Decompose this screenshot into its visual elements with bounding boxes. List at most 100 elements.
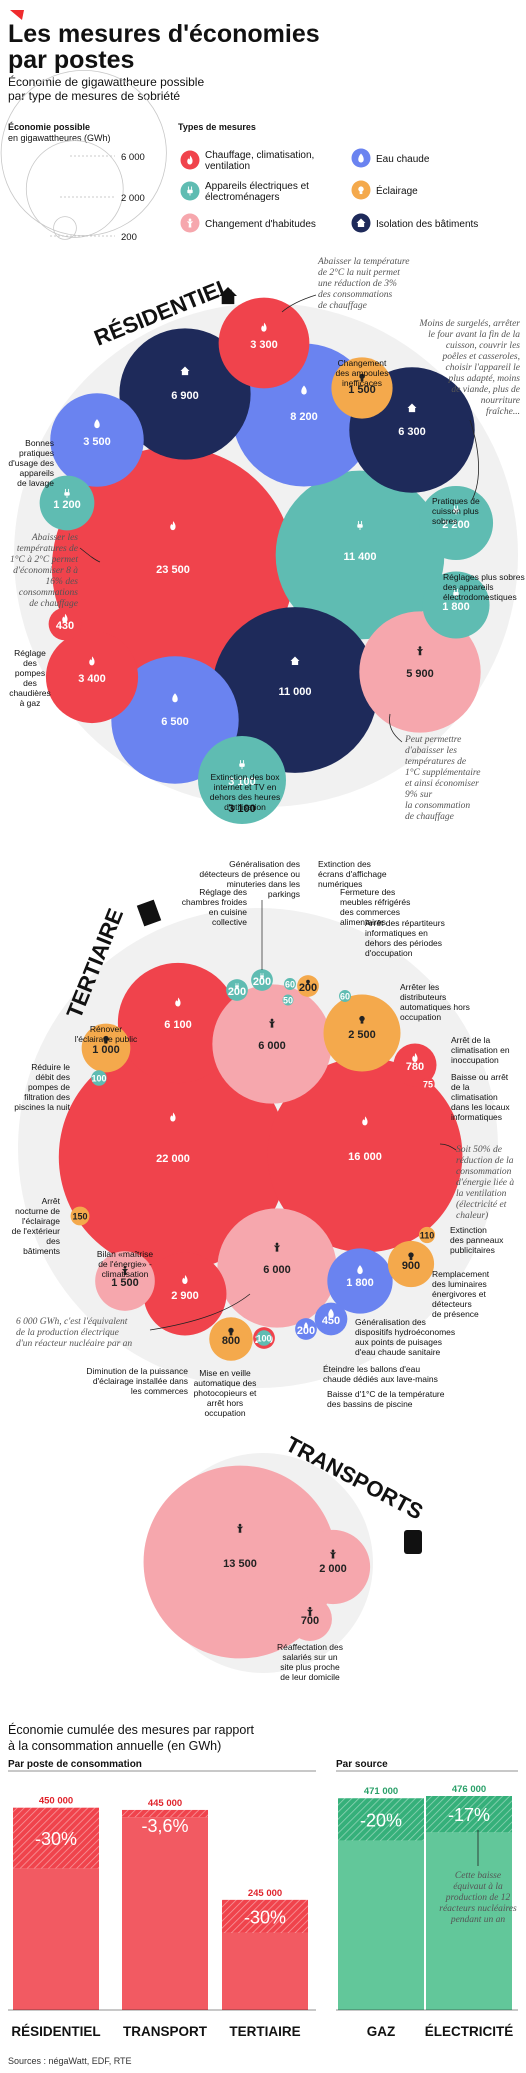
plug-icon (453, 588, 459, 598)
bubble-value: 6 000 (263, 1264, 291, 1276)
page-title: Les mesures d'économies (8, 20, 320, 48)
label-res-cuisson: sobres (432, 516, 458, 526)
person-icon (329, 1549, 337, 1559)
footer-sources: Sources : négaWatt, EDF, RTE (8, 2056, 132, 2066)
bubble-circle (288, 1597, 332, 1641)
annotation-ter-ventilation: réduction de la (456, 1156, 514, 1166)
bubble-circle (198, 736, 286, 824)
annotation-bars-reacteurs: production de 12 (445, 1893, 511, 1903)
bubble-value: 110 (420, 1231, 435, 1241)
bubble-res-ampoules: 1 500 (331, 357, 393, 419)
label-ter-parkings: parkings (268, 889, 300, 899)
bubble-ter-ventilation: 16 000 (267, 1057, 463, 1253)
building-icon (136, 899, 162, 927)
bubble-value: 1 500 (348, 384, 376, 396)
annotation-res-cuisson: le four avant la fin de la (428, 329, 520, 340)
size-legend-title: Économie possible (8, 122, 90, 132)
label-ter-eclairage-ext: l'éclairage (22, 1216, 60, 1226)
bubble-value: 800 (222, 1335, 240, 1347)
bubble-ter-chambres: 200 (297, 975, 319, 997)
bubble-ter-distributeurs: 60 (339, 990, 351, 1002)
label-tra-reaffectation: de leur domicile (280, 1672, 340, 1682)
bubble-circle (393, 1043, 437, 1087)
bubble-value: 11 000 (278, 686, 311, 698)
bubble-circle (323, 994, 401, 1072)
bubble-circle (422, 571, 490, 639)
bars-title-line2: à la consommation annuelle (en GWh) (8, 1739, 221, 1753)
bubble-circle (117, 962, 239, 1084)
bubble-value: 150 (72, 1212, 87, 1222)
label-ter-ecrans: écrans d'affichage (318, 869, 387, 879)
bubble-ter-veille-petit: 100 (256, 1330, 272, 1346)
annotation-res-cuisson: Moins de surgelés, arrêter (419, 319, 521, 329)
annotation-res-chauffage: consommations (19, 588, 78, 598)
bar-value-label: 245 000 (248, 1888, 282, 1899)
label-ter-eclairage-ext: Arrêt (42, 1196, 61, 1206)
flame-icon (412, 1052, 418, 1062)
label-ter-hydroeco: d'eau chaude sanitaire (355, 1347, 441, 1357)
person-icon (268, 1018, 276, 1028)
bar-reduction (13, 1807, 99, 1869)
label-ter-eclairage-ext: de l'extérieur (12, 1226, 61, 1236)
annotation-res-vetements: températures de (405, 757, 466, 767)
bubble-value: 3 500 (83, 436, 111, 448)
bubble-value: 1 500 (111, 1277, 139, 1289)
label-res-box: Extinction des box (211, 772, 281, 782)
label-ter-meubles: Fermeture des (340, 887, 395, 897)
src-bar-0: 471 000-20%GAZ (338, 1786, 424, 2039)
annotation-res-vetements: 9% sur (405, 790, 432, 800)
annotation-bars-reacteurs: Cette baisse (455, 1871, 501, 1881)
plug-icon (187, 186, 193, 196)
label-ter-panneaux: des panneaux (450, 1235, 504, 1245)
label-ter-chambres: chambres froides (182, 897, 247, 907)
label-ter-clim-inocc: inoccupation (451, 1055, 499, 1065)
bubble-ter-ecrans: 200 (251, 969, 273, 991)
label-ter-eclairage-ext: des (46, 1236, 60, 1246)
bar-remaining (122, 1817, 208, 2010)
label-ter-photocop: Mise en veille (199, 1368, 251, 1378)
label-ter-piscine: des bassins de piscine (327, 1399, 413, 1409)
legend-label-chauffage-line2: ventilation (205, 161, 250, 172)
bubble-value: 2 200 (442, 519, 470, 531)
bubble-circle (275, 470, 445, 640)
annotation-res-vetements: 1°C supplémentaire (405, 767, 480, 778)
label-ter-photocop: arrêt hors (207, 1398, 243, 1408)
label-ter-repartiteurs: Arrêt des répartiteurs (365, 918, 445, 928)
bubble-value: 3 100 (228, 776, 256, 788)
bubble-value: 8 200 (290, 411, 318, 423)
bubble-circle (50, 393, 144, 487)
bubble-circle (45, 630, 139, 724)
bar-reduction (426, 1796, 512, 1833)
annotation-arrow-ter-ventilation (439, 1143, 457, 1151)
label-ter-clim-inocc: climatisation en (451, 1045, 510, 1055)
person-icon (273, 1242, 281, 1252)
label-ter-photocop: automatique des (194, 1378, 257, 1388)
bulb-icon (358, 186, 364, 195)
bubble-ter-informatique: 75 (421, 1077, 435, 1091)
annotation-bars-reacteurs: équivaut à la (453, 1882, 503, 1892)
label-res-box: dehors des heures (210, 792, 280, 802)
person-icon (236, 1523, 244, 1533)
bulb-icon (306, 979, 310, 985)
bulb-icon (228, 1327, 234, 1336)
bubble-value: 780 (406, 1061, 424, 1073)
cons-bar-0: 450 000-30%RÉSIDENTIEL (11, 1796, 100, 2039)
annotation-ter-ventilation: consommation (456, 1167, 512, 1177)
bubble-res-cuisson: 2 200 (418, 485, 494, 561)
label-ter-photocop: photocopieurs et (194, 1388, 257, 1398)
bar-category-label: TERTIAIRE (229, 2024, 300, 2039)
label-ter-filtration: pompes de (28, 1082, 70, 1092)
bar-value-label: 450 000 (39, 1796, 73, 1807)
bubble-circle (282, 994, 294, 1006)
annotation-res-cuisson: poêles et casseroles, (442, 352, 520, 362)
bubble-value: 2 000 (319, 1563, 347, 1575)
bubble-value: 23 500 (156, 564, 190, 576)
bar-reduction-label: -30% (244, 1907, 286, 1927)
label-ter-filtration: Réduire le (31, 1062, 70, 1072)
label-res-pompes: des (23, 678, 37, 688)
flame-icon (187, 155, 193, 165)
bubble-res-chauffage-19: 23 500 (51, 446, 295, 690)
house-icon (180, 366, 190, 376)
bubble-circle (212, 984, 332, 1104)
